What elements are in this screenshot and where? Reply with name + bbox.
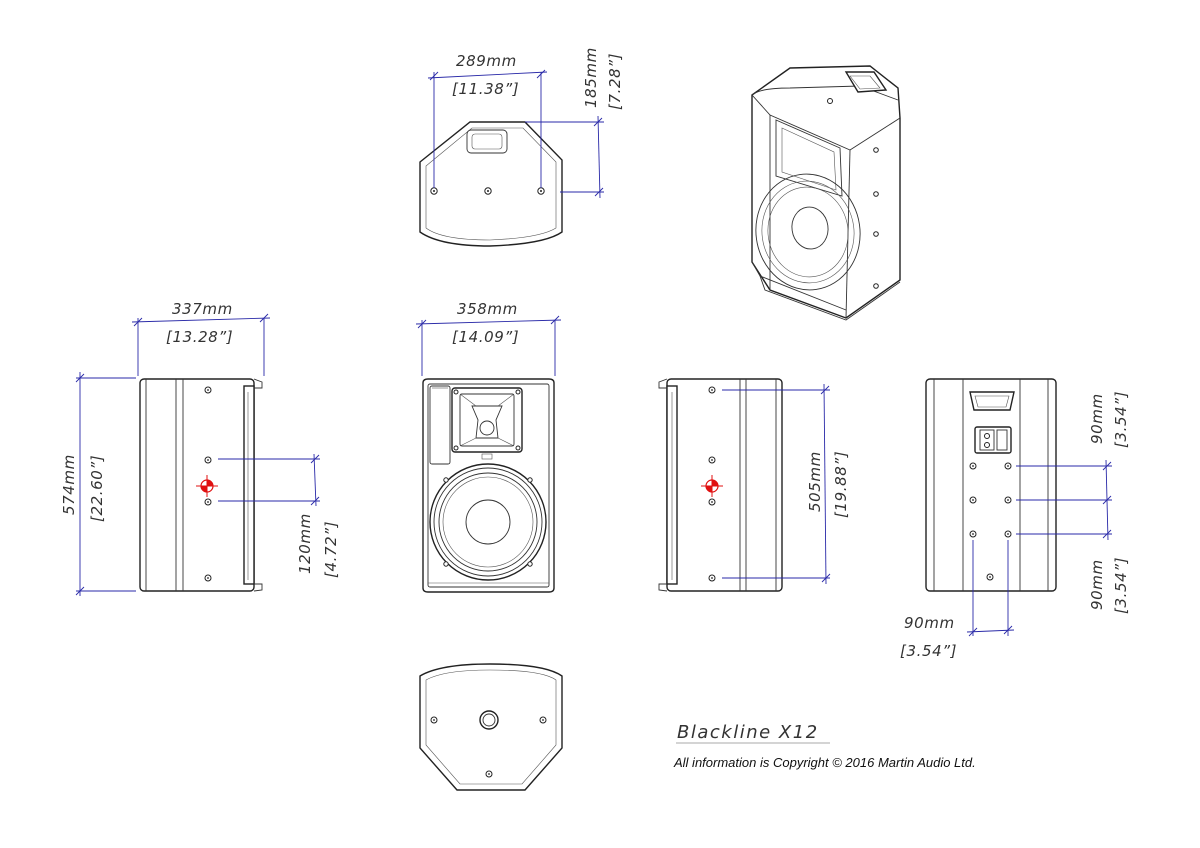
cog-offset-in-label: [4.72”] xyxy=(322,521,340,578)
rear-fixing-points xyxy=(969,462,1012,581)
top-width-mm-label: 289mm xyxy=(456,52,517,70)
rear-pitch-bottom-mm-label: 90mm xyxy=(1088,559,1106,610)
height-mm-label: 574mm xyxy=(60,454,78,515)
rear-pitch-horizontal-mm-label: 90mm xyxy=(904,614,955,632)
fixing-spacing-in-label: [19.88”] xyxy=(832,451,850,518)
product-title: Blackline X12 xyxy=(677,722,819,743)
hf-horn xyxy=(451,387,523,460)
side-depth-in-label: [13.28”] xyxy=(166,328,233,346)
title-block: Blackline X12 All information is Copyrig… xyxy=(673,722,976,770)
rear-pitch-bottom-in-label: [3.54”] xyxy=(1112,557,1130,614)
cog-offset-mm-label: 120mm xyxy=(296,513,314,574)
isometric-screws xyxy=(873,147,879,289)
top-width-in-label: [11.38”] xyxy=(452,80,519,98)
rear-pitch-top-mm-label: 90mm xyxy=(1088,393,1106,444)
rear-view xyxy=(925,378,1112,637)
center-of-gravity-marker-left xyxy=(196,475,218,497)
lf-woofer xyxy=(429,463,547,581)
front-width-in-label: [14.09”] xyxy=(452,328,519,346)
height-in-label: [22.60”] xyxy=(88,455,106,522)
top-depth-mm-label: 185mm xyxy=(582,47,600,108)
center-of-gravity-marker-right xyxy=(701,475,723,497)
rear-pitch-top-in-label: [3.54”] xyxy=(1112,391,1130,448)
top-view xyxy=(419,69,604,247)
bottom-view xyxy=(419,663,563,791)
top-depth-in-label: [7.28”] xyxy=(606,53,624,110)
front-view xyxy=(415,315,562,593)
side-view-left xyxy=(75,313,320,596)
isometric-view xyxy=(751,65,901,321)
fixing-spacing-mm-label: 505mm xyxy=(806,451,824,512)
front-width-mm-label: 358mm xyxy=(457,300,518,318)
side-view-right xyxy=(658,378,831,592)
copyright-notice: All information is Copyright © 2016 Mart… xyxy=(673,755,976,770)
rear-pitch-horizontal-in-label: [3.54”] xyxy=(900,642,957,660)
side-depth-mm-label: 337mm xyxy=(172,300,233,318)
